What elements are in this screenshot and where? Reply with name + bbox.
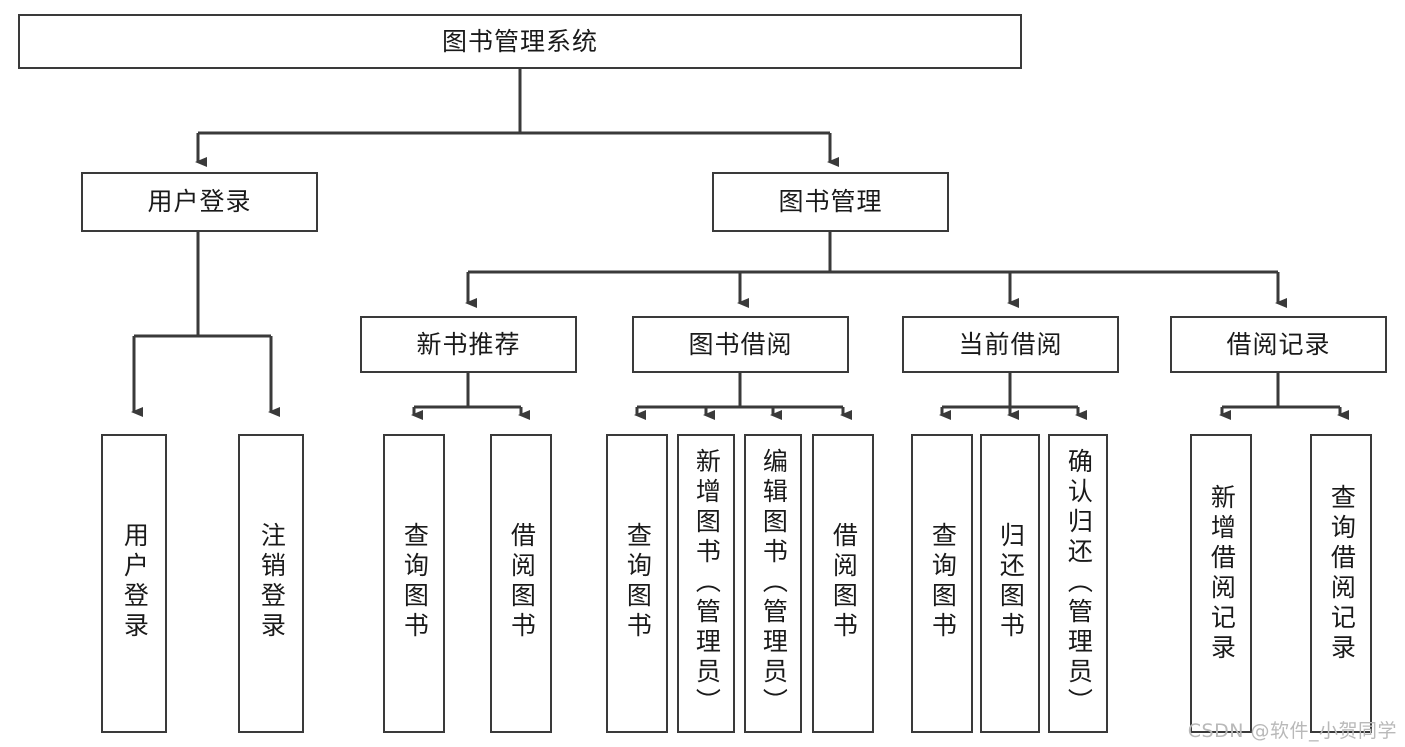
node-label: 编辑图书（管理员） — [759, 448, 789, 718]
node-label: 确认归还（管理员） — [1064, 448, 1094, 718]
node-root-system[interactable]: 图书管理系统 — [18, 14, 1022, 69]
node-label: 图书管理系统 — [441, 26, 598, 56]
node-book-borrowing[interactable]: 图书借阅 — [632, 316, 849, 373]
leaf-query-book-newbook[interactable]: 查询图书 — [383, 434, 445, 733]
node-label: 图书管理 — [778, 187, 883, 217]
node-label: 借阅图书 — [829, 522, 859, 642]
leaf-borrow-book-borrow[interactable]: 借阅图书 — [812, 434, 874, 733]
node-label: 新增图书（管理员） — [692, 448, 722, 718]
node-label: 当前借阅 — [958, 329, 1063, 359]
leaf-add-book-admin[interactable]: 新增图书（管理员） — [677, 434, 735, 733]
node-label: 新增借阅记录 — [1207, 484, 1237, 664]
node-label: 查询图书 — [400, 522, 430, 642]
node-user-login[interactable]: 用户登录 — [81, 172, 318, 232]
leaf-edit-book-admin[interactable]: 编辑图书（管理员） — [744, 434, 802, 733]
node-label: 查询图书 — [623, 522, 653, 642]
node-label: 借阅记录 — [1226, 329, 1331, 359]
leaf-borrow-book-newbook[interactable]: 借阅图书 — [490, 434, 552, 733]
leaf-confirm-return-admin[interactable]: 确认归还（管理员） — [1048, 434, 1108, 733]
node-label: 归还图书 — [996, 522, 1026, 642]
leaf-query-book-borrow[interactable]: 查询图书 — [606, 434, 668, 733]
node-label: 注销登录 — [257, 522, 287, 642]
leaf-return-book[interactable]: 归还图书 — [980, 434, 1040, 733]
node-current-borrowing[interactable]: 当前借阅 — [902, 316, 1119, 373]
leaf-user-login[interactable]: 用户登录 — [101, 434, 167, 733]
node-label: 图书借阅 — [688, 329, 793, 359]
node-borrow-records[interactable]: 借阅记录 — [1170, 316, 1387, 373]
node-new-book-recommendation[interactable]: 新书推荐 — [360, 316, 577, 373]
node-book-management[interactable]: 图书管理 — [712, 172, 949, 232]
node-label: 查询借阅记录 — [1327, 484, 1357, 664]
node-label: 查询图书 — [928, 522, 958, 642]
node-label: 新书推荐 — [416, 329, 521, 359]
node-label: 借阅图书 — [507, 522, 537, 642]
leaf-logout[interactable]: 注销登录 — [238, 434, 304, 733]
node-label: 用户登录 — [120, 522, 150, 642]
leaf-add-borrow-record[interactable]: 新增借阅记录 — [1190, 434, 1252, 733]
node-label: 用户登录 — [147, 187, 252, 217]
leaf-query-borrow-record[interactable]: 查询借阅记录 — [1310, 434, 1372, 733]
leaf-query-book-current[interactable]: 查询图书 — [911, 434, 973, 733]
